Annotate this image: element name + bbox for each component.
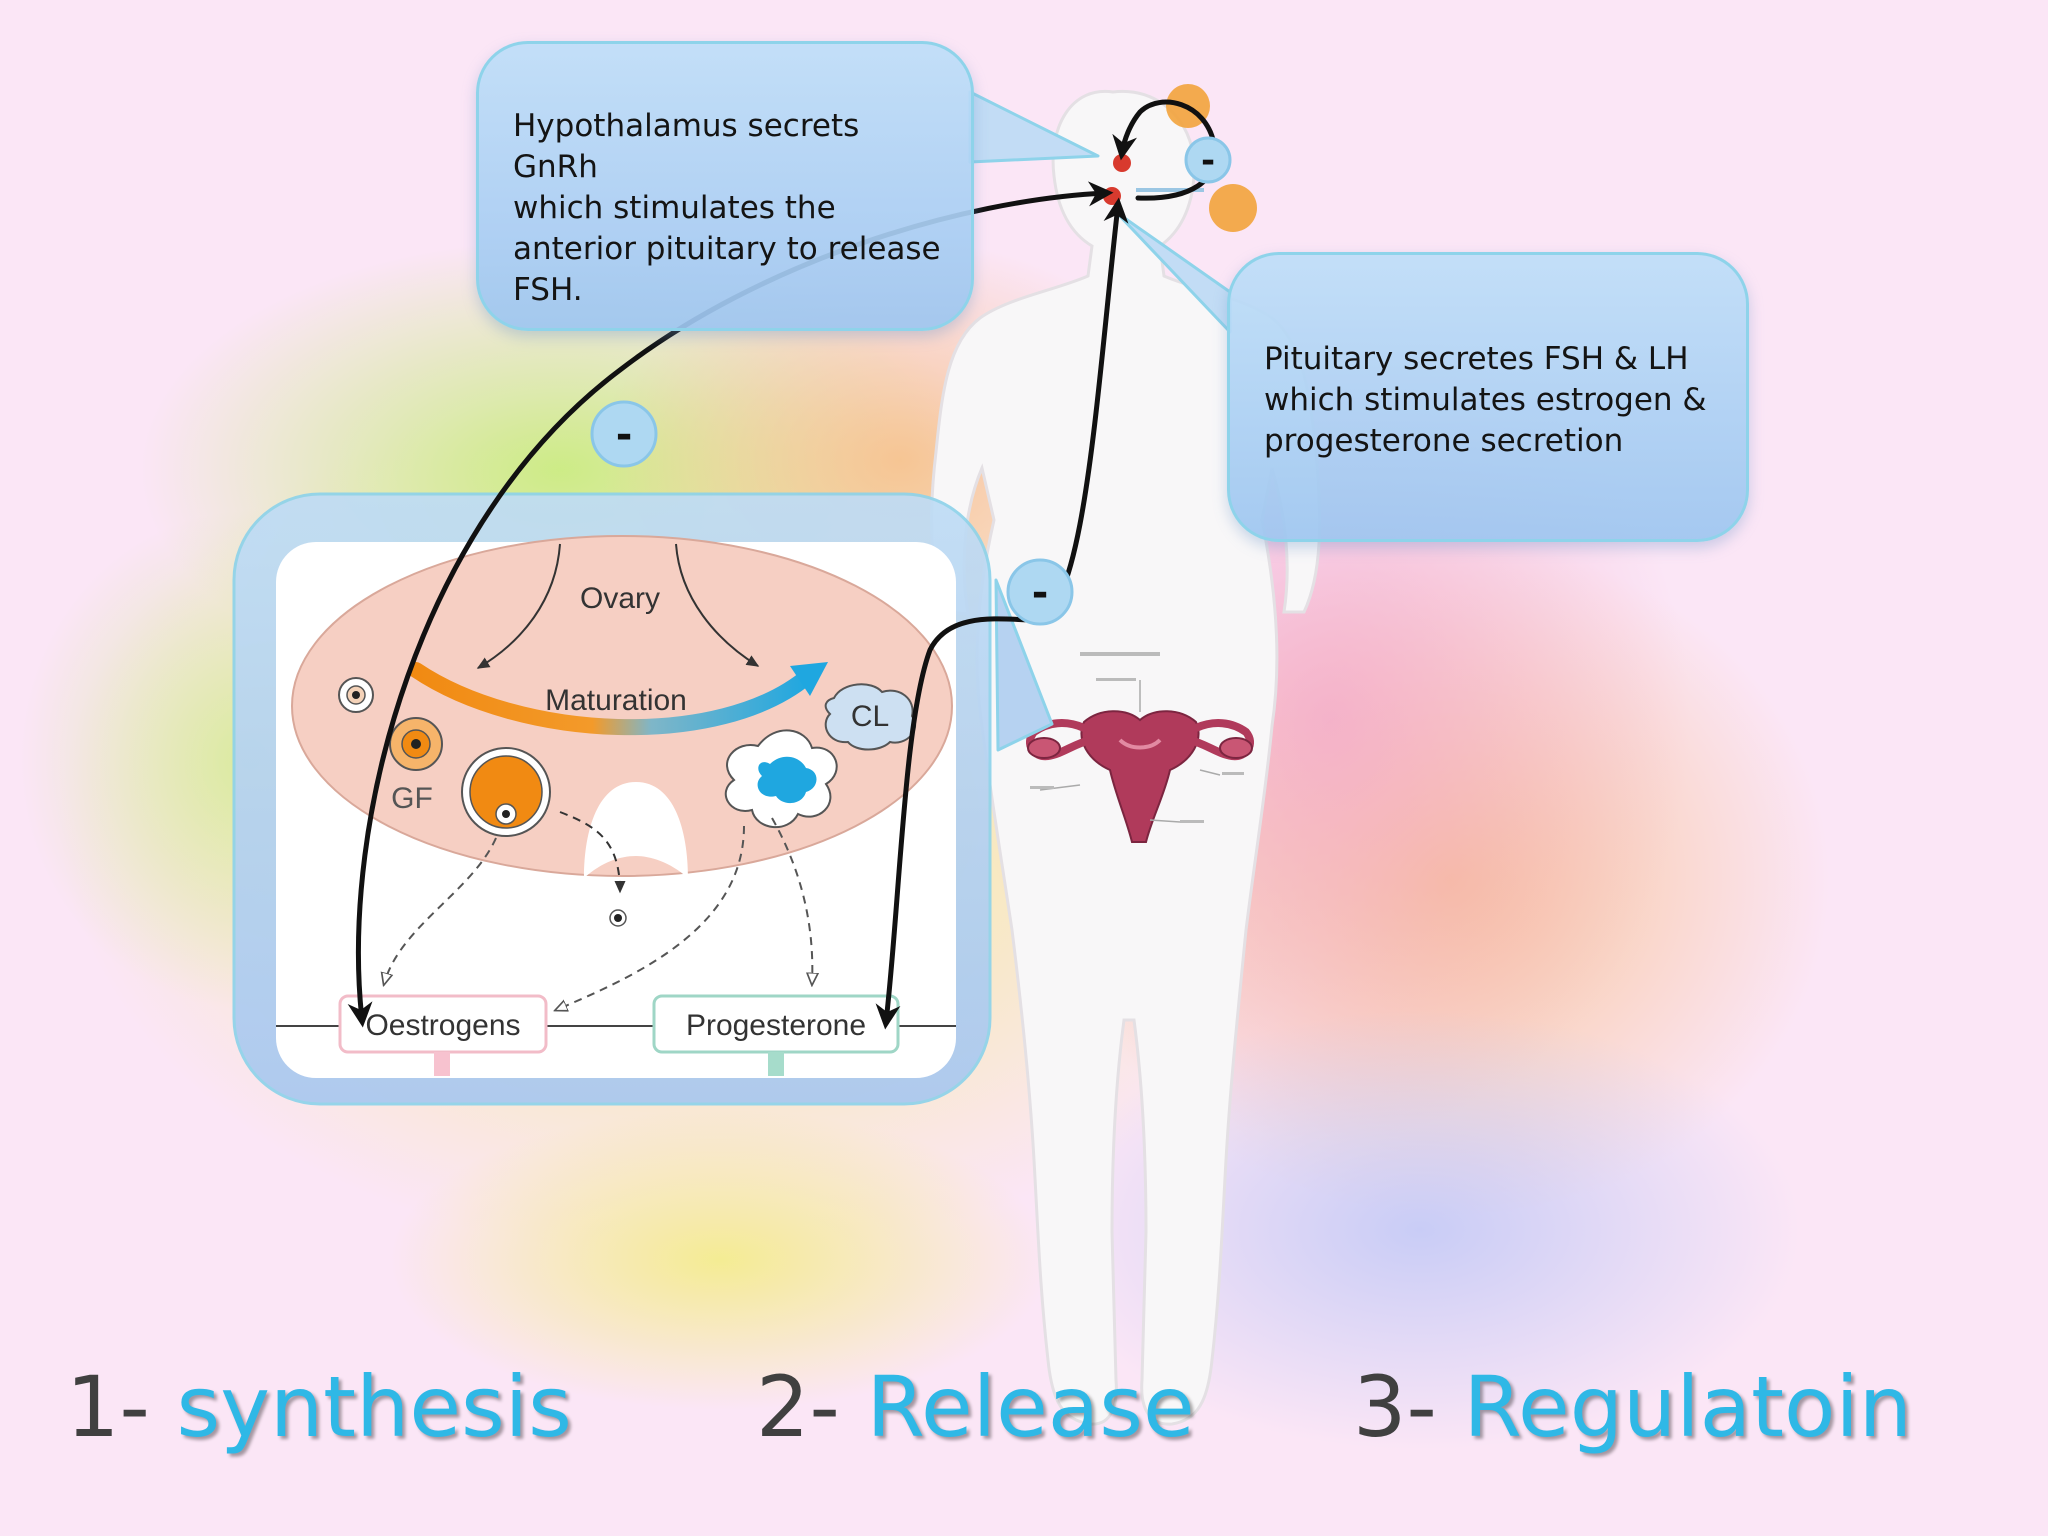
hypothalamus-callout-line: anterior pituitary to release — [513, 231, 941, 267]
gf-label: GF — [391, 782, 433, 815]
pituitary-callout-line: which stimulates estrogen & — [1264, 382, 1707, 418]
maturation-label: Maturation — [545, 684, 687, 717]
pituitary-callout-line: Pituitary secretes FSH & LH — [1264, 341, 1689, 377]
pituitary-loop-arrow — [1112, 99, 1218, 201]
step-word: Regulatoin — [1463, 1358, 1913, 1456]
hypothalamus-callout-line: FSH. — [513, 272, 583, 308]
hypothalamus-callout-line: Hypothalamus secrets GnRh — [513, 108, 860, 185]
minus-sign-upper: - — [616, 412, 633, 458]
minus-sign-head: - — [1201, 141, 1215, 181]
progesterone-label: Progesterone — [686, 1009, 866, 1042]
cl-label: CL — [851, 700, 889, 733]
ovary-panel: Ovary Maturation GF CL Oestrogens Proges… — [232, 492, 992, 1106]
pituitary-callout-line: progesterone secretion — [1264, 423, 1624, 459]
oestrogens-label: Oestrogens — [365, 1009, 520, 1042]
step-synthesis: 1- synthesis — [66, 1352, 572, 1462]
pituitary-callout: Pituitary secretes FSH & LH which stimul… — [1227, 252, 1749, 542]
minus-sign-lower: - — [1032, 570, 1049, 616]
negative-feedback-sign-lower: - — [1006, 558, 1074, 626]
ovary-label: Ovary — [580, 582, 660, 615]
step-number: 3- — [1353, 1358, 1437, 1456]
hypothalamus-callout-line: which stimulates the — [513, 190, 836, 226]
step-word: synthesis — [176, 1358, 572, 1456]
step-number: 1- — [66, 1358, 150, 1456]
step-release: 2- Release — [756, 1352, 1195, 1462]
hypothalamus-callout: Hypothalamus secrets GnRh which stimulat… — [476, 41, 974, 331]
fsh-lh-arrow — [875, 197, 1129, 1030]
step-number: 2- — [756, 1358, 840, 1456]
negative-feedback-sign-upper: - — [590, 400, 658, 468]
step-word: Release — [866, 1358, 1195, 1456]
step-regulation: 3- Regulatoin — [1353, 1352, 1912, 1462]
negative-feedback-sign-head: - — [1184, 136, 1232, 184]
